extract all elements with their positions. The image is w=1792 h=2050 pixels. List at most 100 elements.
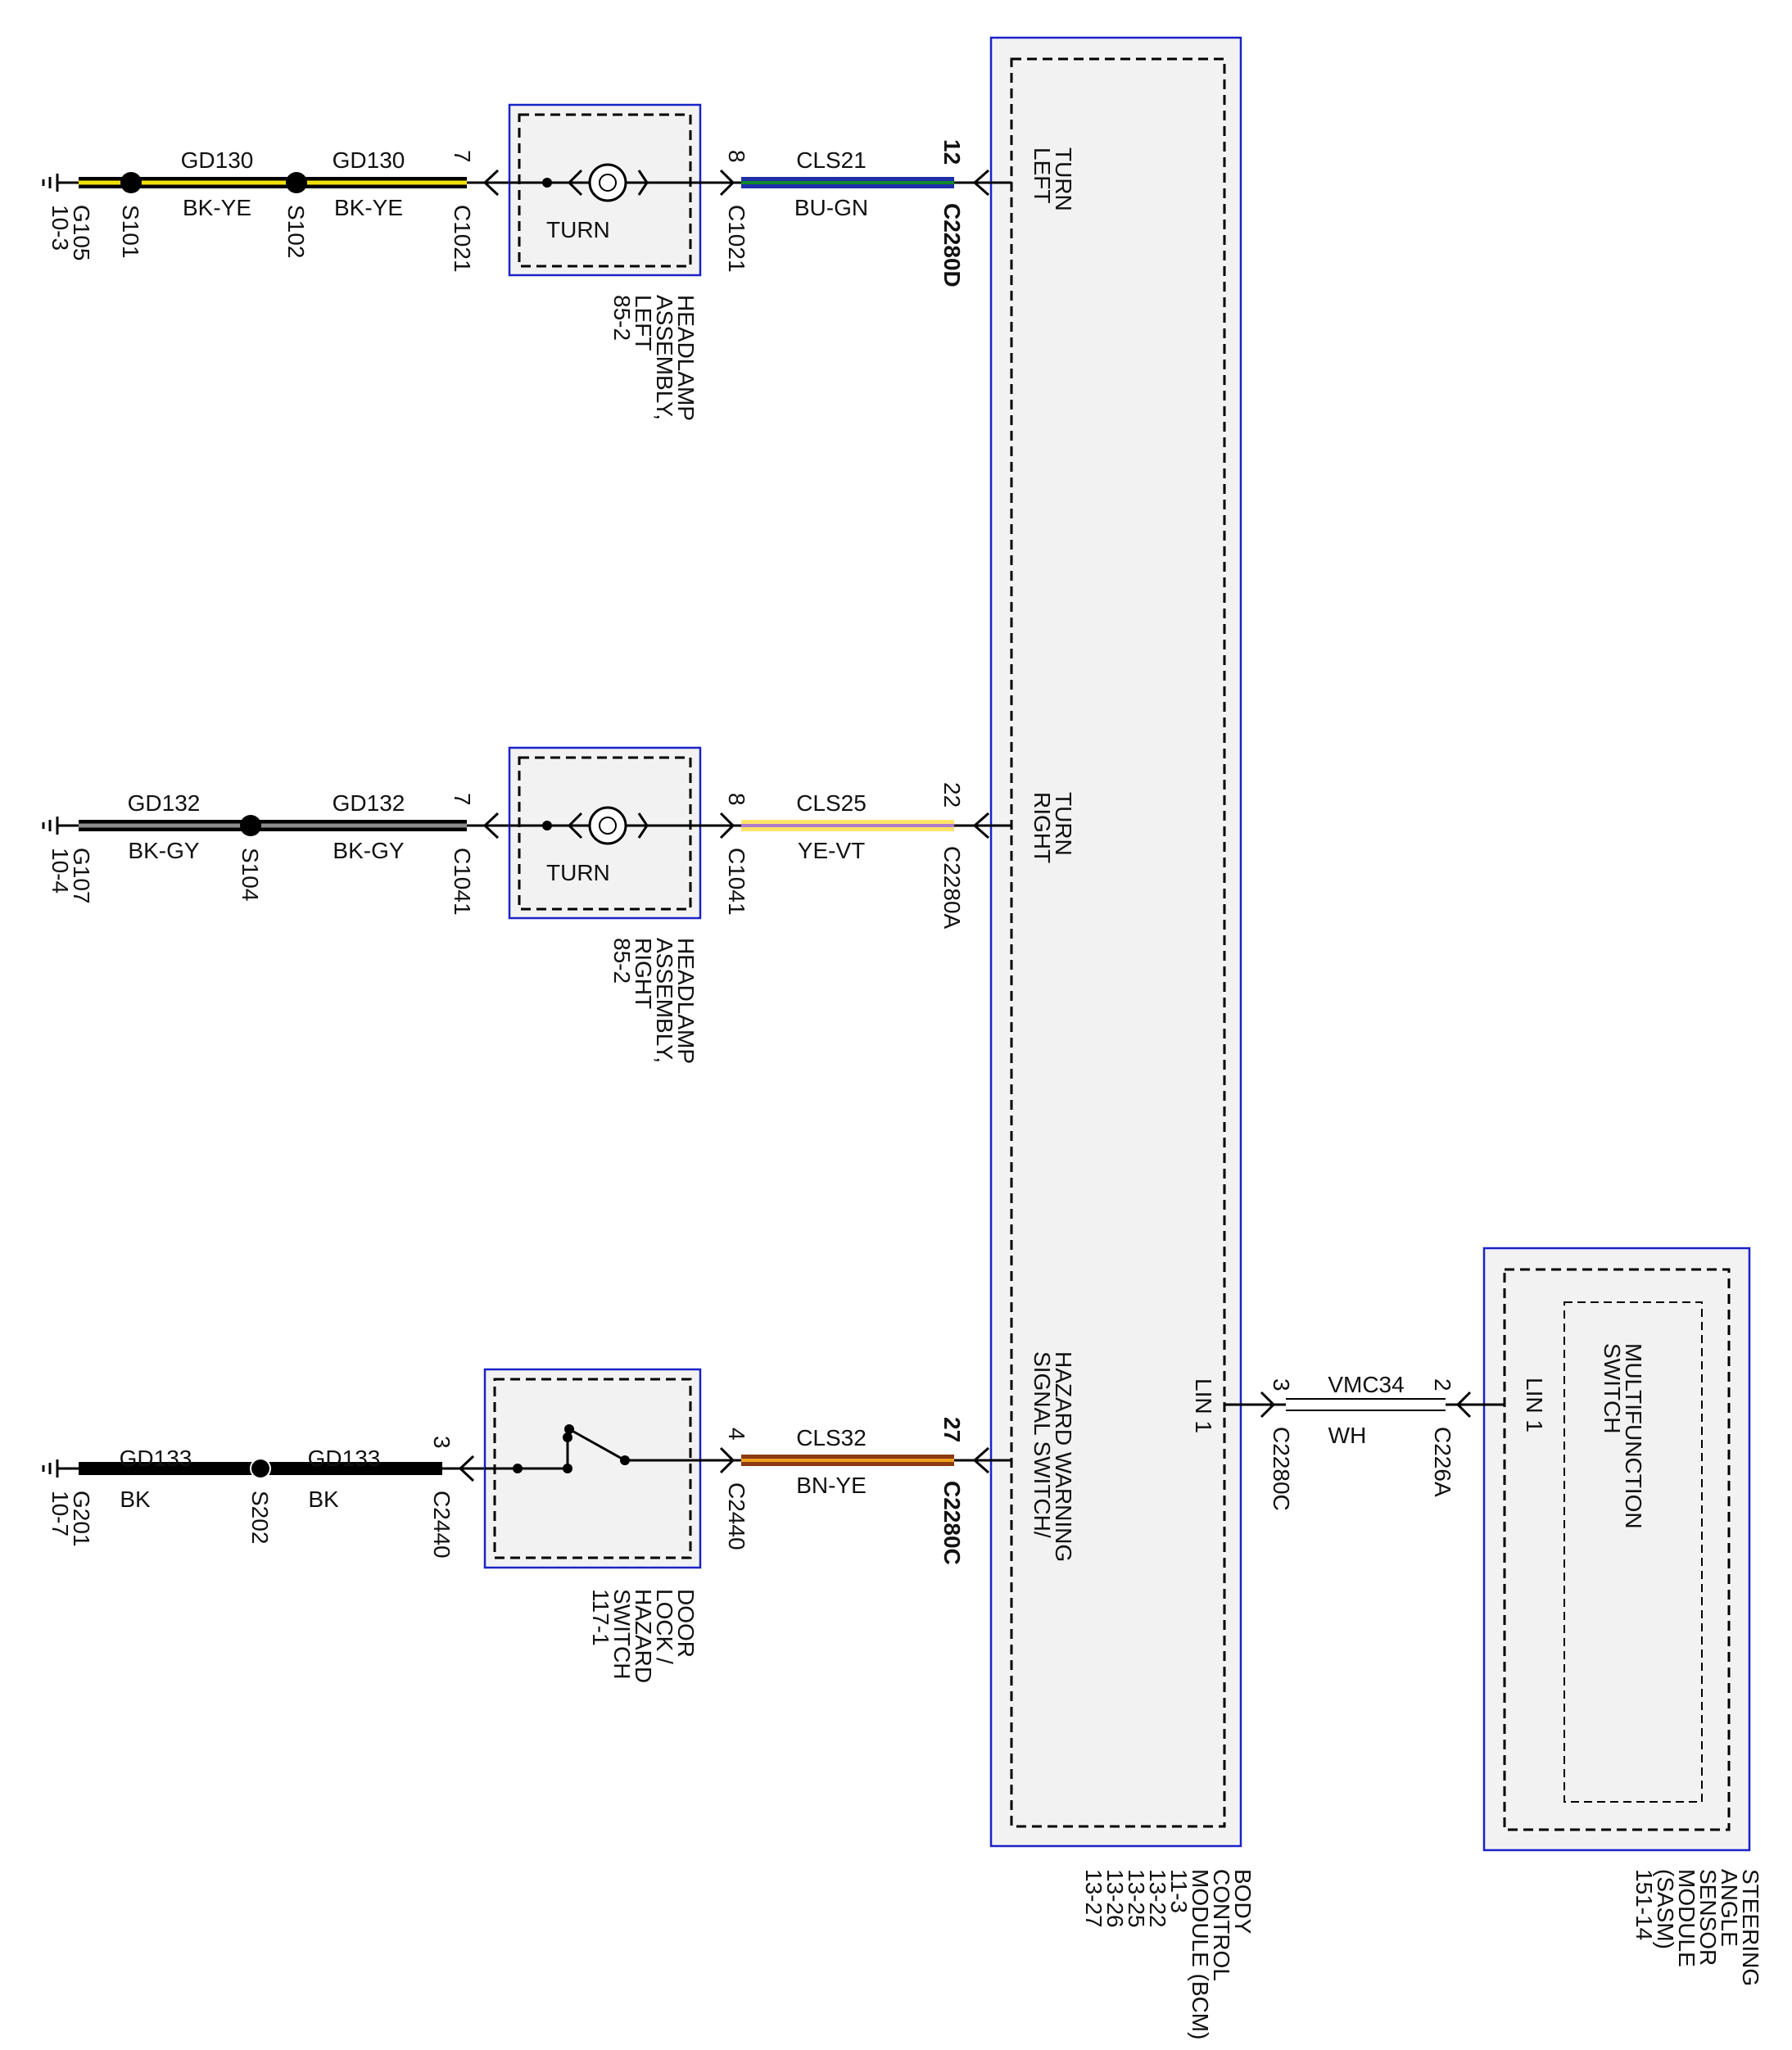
connector-c1041-out-symbol xyxy=(719,812,735,839)
connector-c2280c-lin-symbol xyxy=(1260,1391,1276,1419)
connector-c2280c-label: C2280C xyxy=(939,1481,965,1565)
bcm-hazard-line2: HAZARD WARNING xyxy=(1051,1351,1076,1562)
ground-g201[interactable] xyxy=(42,1459,59,1478)
pin-c2280d: 12 xyxy=(939,139,965,165)
wire-vmc34[interactable] xyxy=(1286,1398,1446,1411)
connector-c1041-out-label: C1041 xyxy=(724,848,749,916)
wire-gd130-a-circuit: GD130 xyxy=(181,147,254,173)
pin-c1021-in: 7 xyxy=(450,150,475,163)
headlamp-left-turn-lamp[interactable] xyxy=(508,103,702,277)
headlamp-right-name-line1: HEADLAMP xyxy=(673,938,699,1064)
pin-c2440-out: 4 xyxy=(724,1428,749,1441)
splice-s104[interactable] xyxy=(240,815,261,836)
pin-c1021-out: 8 xyxy=(724,150,749,163)
headlamp-right-turn-lamp[interactable] xyxy=(508,746,702,920)
ground-g107-label: G107 xyxy=(69,848,94,904)
bcm-name-line5: 13-22 xyxy=(1145,1869,1170,1928)
sasm-module[interactable] xyxy=(1482,1247,1751,1852)
bcm-pin-right-turn-label: RIGHT TURN xyxy=(1029,792,1076,863)
wire-gd130-b-circuit: GD130 xyxy=(333,147,405,173)
connector-c2440-in-label: C2440 xyxy=(429,1491,455,1559)
pin-c2280c-lin: 3 xyxy=(1269,1378,1294,1392)
headlamp-left-name: HEADLAMP ASSEMBLY, LEFT 85-2 xyxy=(609,295,699,421)
sasm-name-line2: ANGLE xyxy=(1717,1869,1742,1947)
connector-c2440-out-label: C2440 xyxy=(724,1482,749,1550)
connector-c226a-label: C226A xyxy=(1430,1427,1455,1497)
headlamp-right-name-line2: ASSEMBLY, xyxy=(652,938,677,1063)
ground-g107[interactable] xyxy=(42,817,59,835)
splice-s101[interactable] xyxy=(120,172,142,193)
connector-c2280a-label: C2280A xyxy=(939,846,965,930)
pin-c2440-in: 3 xyxy=(429,1436,455,1449)
connector-c1021-in-label: C1021 xyxy=(450,205,475,273)
wire-gd133-a-color: BK xyxy=(120,1487,151,1512)
connector-c2440-in-symbol xyxy=(458,1455,475,1482)
sasm-name-label: STEERING ANGLE SENSOR MODULE (SASM) 151-… xyxy=(1631,1869,1763,1986)
wire-gd130-b-color: BK-YE xyxy=(334,195,403,220)
sasm-name-line4: MODULE xyxy=(1674,1869,1699,1967)
wire-gd132-b-color: BK-GY xyxy=(333,838,404,863)
sasm-name-line1: STEERING xyxy=(1738,1869,1763,1986)
connector-c1041-in-symbol xyxy=(482,812,500,839)
hazard-switch-name-line1: DOOR xyxy=(673,1589,699,1658)
multifunction-switch-label: MULTIFUNCTION SWITCH xyxy=(1600,1343,1646,1529)
splice-s202-label: S202 xyxy=(247,1491,273,1544)
wire-gd132-b-circuit: GD132 xyxy=(333,790,405,816)
hazard-switch-name-line2: LOCK / xyxy=(652,1589,677,1664)
wire-cls21-circuit: CLS21 xyxy=(796,147,867,173)
wire-gd133-b-color: BK xyxy=(308,1487,339,1512)
ground-g105[interactable] xyxy=(42,174,59,192)
splice-s104-label: S104 xyxy=(238,848,263,901)
hazard-switch-name-line3: HAZARD xyxy=(631,1589,656,1683)
bcm-name-line6: 13-25 xyxy=(1124,1869,1149,1928)
headlamp-right-name: HEADLAMP ASSEMBLY, RIGHT 85-2 xyxy=(609,938,699,1064)
bcm-module[interactable] xyxy=(989,36,1242,1848)
ground-g201-label: G201 xyxy=(69,1491,94,1547)
ground-g105-ref: 10-3 xyxy=(48,205,73,251)
splice-s101-label: S101 xyxy=(118,205,143,258)
wire-gd132-a-circuit: GD132 xyxy=(128,790,201,816)
bcm-right-turn-line2: TURN xyxy=(1051,792,1076,856)
connector-c2280d-symbol xyxy=(972,169,989,197)
bcm-name-line7: 13-26 xyxy=(1102,1869,1128,1928)
wire-cls25-circuit: CLS25 xyxy=(796,790,867,816)
connector-c1021-out-label: C1021 xyxy=(724,205,749,273)
pin-c226a: 2 xyxy=(1430,1378,1455,1392)
connector-c2280a-symbol xyxy=(972,812,989,839)
sasm-lin-pin-label: LIN 1 xyxy=(1522,1378,1547,1432)
connector-c226a-symbol xyxy=(1455,1391,1472,1419)
wire-cls21-color: BU-GN xyxy=(794,195,868,220)
sasm-name-line3: SENSOR xyxy=(1695,1869,1721,1966)
ground-g107-ref: 10-4 xyxy=(48,848,73,894)
pin-c1041-out: 8 xyxy=(724,793,749,806)
sasm-name-line5: (SASM) xyxy=(1653,1869,1678,1949)
wire-cls32-color: BN-YE xyxy=(796,1473,867,1498)
wire-vmc34-color: WH xyxy=(1328,1423,1367,1448)
connector-c2440-out-symbol xyxy=(719,1446,735,1474)
bcm-pin-left-turn-label: LEFT TURN xyxy=(1029,147,1076,211)
hazard-switch-name: DOOR LOCK / HAZARD SWITCH 117-1 xyxy=(588,1589,699,1683)
bcm-name-line2: CONTROL xyxy=(1209,1869,1234,1981)
connector-c1041-in-label: C1041 xyxy=(450,848,475,916)
splice-s202[interactable] xyxy=(251,1459,269,1478)
bcm-name-line1: BODY xyxy=(1230,1869,1256,1935)
bcm-name-line4: 11-3 xyxy=(1166,1869,1192,1913)
splice-s102[interactable] xyxy=(286,172,307,193)
sasm-name-line6: 151-14 xyxy=(1631,1869,1657,1940)
headlamp-left-name-line4: 85-2 xyxy=(609,295,635,341)
hazard-switch-name-line4: SWITCH xyxy=(609,1589,635,1679)
wire-cls32-circuit: CLS32 xyxy=(796,1425,867,1450)
wire-cls25-color: YE-VT xyxy=(798,838,865,863)
hazard-switch[interactable] xyxy=(483,1368,702,1569)
wire-gd132-a-color: BK-GY xyxy=(128,838,199,863)
connector-c1021-out-symbol xyxy=(719,169,735,197)
connector-c1021-in-symbol xyxy=(482,169,500,197)
bcm-left-turn-line1: LEFT xyxy=(1029,147,1055,203)
bcm-right-turn-line1: RIGHT xyxy=(1029,792,1055,863)
ground-g105-label: G105 xyxy=(69,205,94,261)
connector-c2280c-lin-label: C2280C xyxy=(1269,1427,1294,1511)
splice-s102-label: S102 xyxy=(283,205,309,258)
connector-c2280c-symbol xyxy=(972,1446,989,1474)
wire-gd130-a-color: BK-YE xyxy=(183,195,251,220)
